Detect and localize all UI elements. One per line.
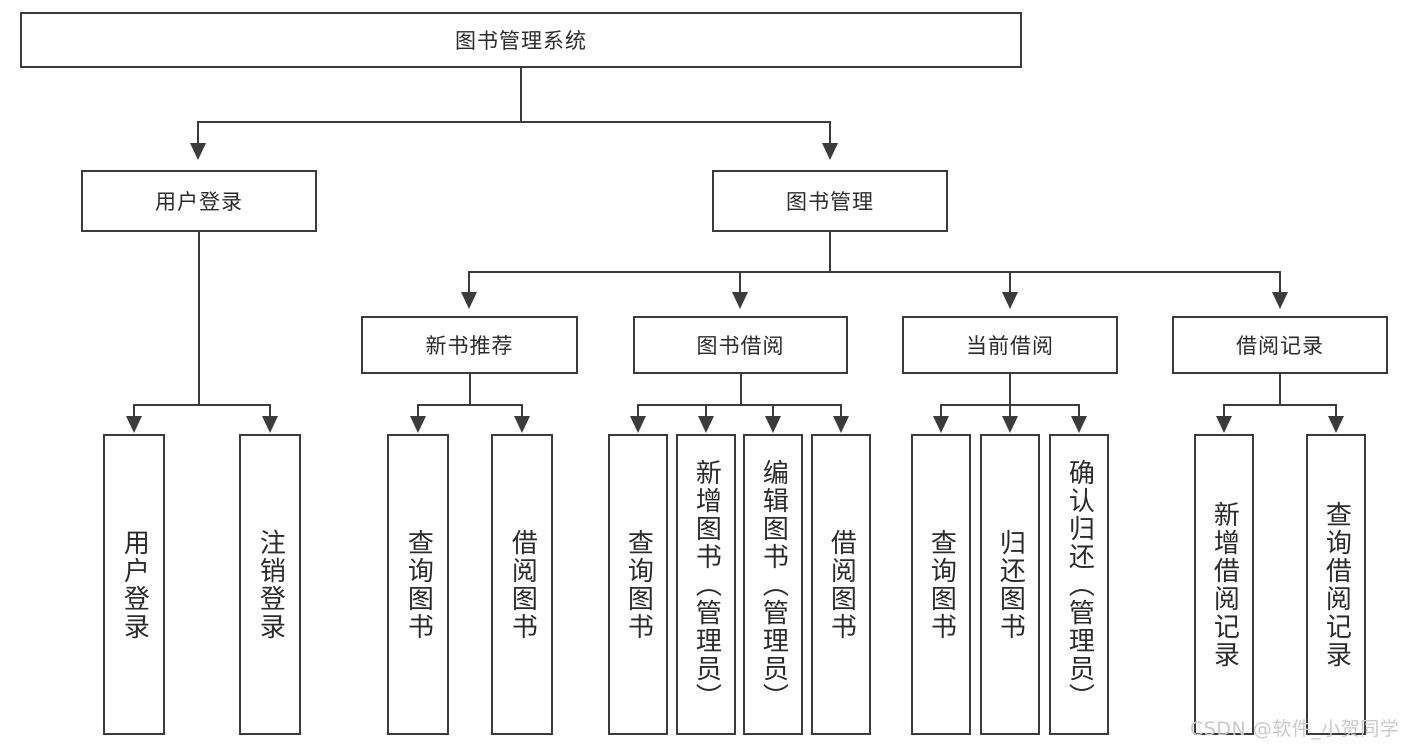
leaf-logout[interactable]: 注销登录 [239, 434, 301, 735]
arrow-to-leaf-edit-book [765, 416, 781, 433]
connector-new-book-drop-1 [417, 404, 419, 418]
node-label: 图书借阅 [696, 334, 785, 358]
connector-book-borrow-drop-1 [637, 404, 639, 418]
leaf-borrow-book-recommend[interactable]: 借阅图书 [491, 434, 553, 735]
node-root-book-management-system[interactable]: 图书管理系统 [20, 12, 1022, 68]
node-label: 新增借阅记录 [1209, 500, 1240, 669]
arrow-to-leaf-confirm-return [1071, 416, 1087, 433]
connector-level2-drop-1 [468, 271, 470, 293]
connector-current-borrow-drop-2 [1009, 404, 1011, 418]
node-label: 用户登录 [119, 528, 150, 641]
arrow-to-leaf-query-book-3 [933, 416, 949, 433]
connector-book-management-stem [829, 232, 831, 272]
arrow-to-current-borrow [1002, 292, 1018, 309]
connector-user-login-bus [133, 404, 270, 406]
arrow-to-leaf-borrow-book-1 [514, 416, 530, 433]
node-borrow-record[interactable]: 借阅记录 [1172, 316, 1388, 374]
connector-level1-bus [197, 121, 831, 123]
connector-level2-drop-2 [739, 271, 741, 293]
node-label: 图书管理 [786, 190, 874, 214]
node-label: 借阅图书 [826, 528, 857, 641]
node-label: 借阅记录 [1236, 334, 1324, 358]
arrow-to-user-login [190, 143, 206, 160]
leaf-edit-book-admin[interactable]: 编辑图书（管理员） [743, 434, 803, 735]
leaf-query-book-current[interactable]: 查询图书 [911, 434, 971, 735]
arrow-to-leaf-add-borrow-record [1216, 416, 1232, 433]
connector-borrow-record-drop-2 [1335, 404, 1337, 418]
node-label: 当前借阅 [966, 334, 1054, 358]
connector-book-borrow-drop-3 [772, 404, 774, 418]
arrow-to-leaf-query-book-1 [410, 416, 426, 433]
node-new-book-recommend[interactable]: 新书推荐 [361, 316, 578, 374]
connector-book-borrow-drop-4 [840, 404, 842, 418]
leaf-query-book-recommend[interactable]: 查询图书 [387, 434, 449, 735]
arrow-to-leaf-user-login [126, 416, 142, 433]
node-current-borrow[interactable]: 当前借阅 [902, 316, 1118, 374]
connector-new-book-stem [469, 374, 471, 405]
arrow-to-leaf-query-book-2 [630, 416, 646, 433]
node-label: 用户登录 [155, 190, 243, 214]
node-label: 查询图书 [403, 528, 434, 641]
node-label: 查询图书 [926, 528, 957, 641]
connector-new-book-drop-2 [521, 404, 523, 418]
connector-root-stem [520, 68, 522, 122]
node-label: 确认归还（管理员） [1064, 458, 1095, 711]
connector-level2-drop-3 [1009, 271, 1011, 293]
connector-book-borrow-drop-2 [705, 404, 707, 418]
node-user-login[interactable]: 用户登录 [81, 170, 317, 232]
arrow-to-leaf-query-borrow-record [1328, 416, 1344, 433]
connector-level1-drop-right [829, 121, 831, 143]
connector-user-login-stem [198, 232, 200, 405]
arrow-to-leaf-logout [262, 416, 278, 433]
node-label: 新增图书（管理员） [691, 458, 722, 711]
node-label: 新书推荐 [425, 334, 514, 358]
watermark-text: CSDN @软件_小贺同学 [1190, 718, 1400, 740]
connector-level2-drop-4 [1279, 271, 1281, 293]
arrow-to-borrow-record [1272, 292, 1288, 309]
connector-current-borrow-stem [1009, 374, 1011, 405]
node-label: 查询图书 [623, 528, 654, 641]
connector-level1-drop-left [197, 121, 199, 143]
node-label: 归还图书 [995, 528, 1026, 641]
leaf-query-book-borrow[interactable]: 查询图书 [608, 434, 668, 735]
arrow-to-leaf-add-book [698, 416, 714, 433]
node-label: 编辑图书（管理员） [758, 458, 789, 711]
node-label: 借阅图书 [507, 528, 538, 641]
node-label: 图书管理系统 [455, 29, 587, 53]
connector-user-login-drop-1 [133, 404, 135, 418]
connector-new-book-bus [417, 404, 522, 406]
leaf-user-login[interactable]: 用户登录 [103, 434, 165, 735]
node-book-management[interactable]: 图书管理 [712, 170, 948, 232]
connector-current-borrow-drop-1 [940, 404, 942, 418]
node-label: 注销登录 [255, 528, 286, 641]
arrow-to-book-borrow [732, 292, 748, 309]
node-label: 查询借阅记录 [1321, 500, 1352, 669]
connector-book-borrow-bus [637, 404, 842, 406]
connector-user-login-drop-2 [269, 404, 271, 418]
csdn-watermark: CSDN @软件_小贺同学 [1190, 714, 1399, 741]
leaf-query-borrow-record[interactable]: 查询借阅记录 [1306, 434, 1366, 735]
connector-book-borrow-stem [740, 374, 742, 405]
arrow-to-book-management [822, 143, 838, 160]
leaf-add-borrow-record[interactable]: 新增借阅记录 [1194, 434, 1254, 735]
arrow-to-leaf-return-book [1002, 416, 1018, 433]
connector-borrow-record-bus [1223, 404, 1336, 406]
leaf-borrow-book[interactable]: 借阅图书 [811, 434, 871, 735]
node-book-borrow[interactable]: 图书借阅 [633, 316, 848, 374]
arrow-to-new-book-recommend [461, 292, 477, 309]
connector-level2-bus [468, 271, 1280, 273]
leaf-confirm-return-admin[interactable]: 确认归还（管理员） [1049, 434, 1109, 735]
connector-borrow-record-stem [1279, 374, 1281, 405]
leaf-return-book[interactable]: 归还图书 [980, 434, 1040, 735]
leaf-add-book-admin[interactable]: 新增图书（管理员） [676, 434, 736, 735]
connector-current-borrow-drop-3 [1078, 404, 1080, 418]
arrow-to-leaf-borrow-book-2 [833, 416, 849, 433]
connector-borrow-record-drop-1 [1223, 404, 1225, 418]
